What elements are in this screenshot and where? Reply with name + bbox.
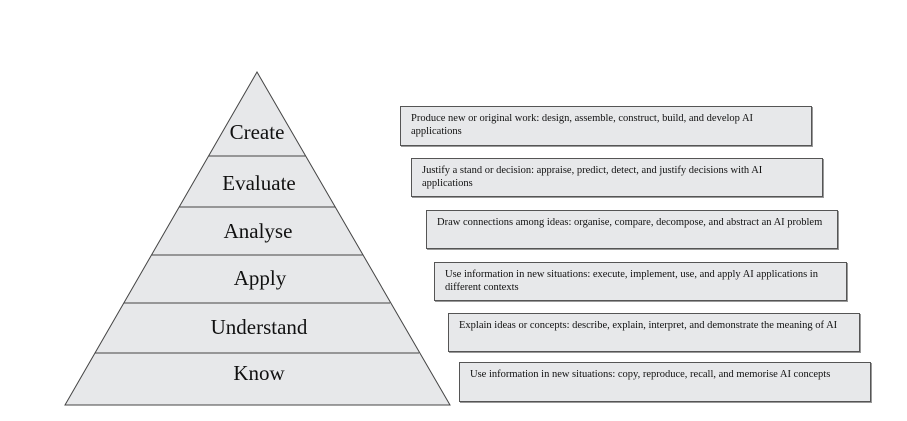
level-analyse: Analyse — [224, 219, 293, 243]
description-understand: Explain ideas or concepts: describe, exp… — [448, 313, 860, 352]
description-apply: Use information in new situations: execu… — [434, 262, 847, 301]
level-evaluate: Evaluate — [222, 171, 295, 195]
description-create: Produce new or original work: design, as… — [400, 106, 812, 146]
description-evaluate: Justify a stand or decision: appraise, p… — [411, 158, 823, 197]
pyramid-shape — [64, 71, 451, 406]
description-analyse: Draw connections among ideas: organise, … — [426, 210, 838, 249]
description-know: Use information in new situations: copy,… — [459, 362, 871, 402]
level-know: Know — [233, 361, 285, 385]
level-understand: Understand — [211, 315, 308, 339]
level-apply: Apply — [234, 266, 287, 290]
level-create: Create — [230, 120, 285, 144]
